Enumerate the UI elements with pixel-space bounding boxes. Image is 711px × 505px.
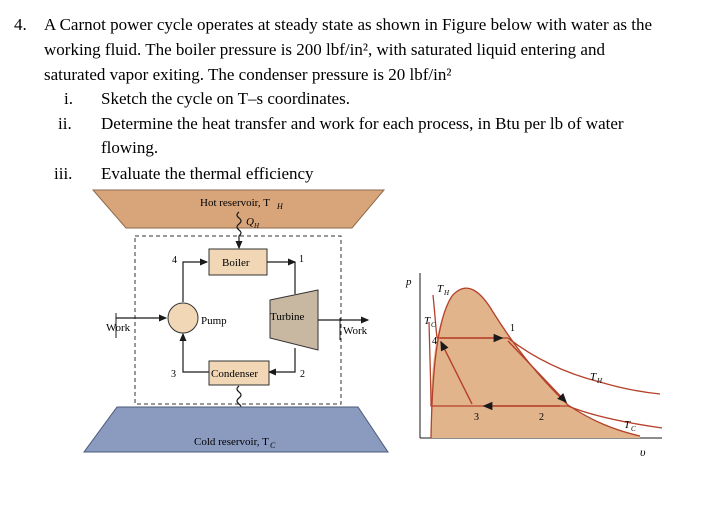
pv-point-3: 3: [474, 412, 479, 423]
pv-y-axis-label: p: [405, 276, 412, 288]
item-iii-number: iii.: [54, 164, 73, 183]
pv-dome-fill-right: [568, 405, 640, 438]
pv-x-axis-label: υ: [640, 445, 646, 459]
pv-point-1: 1: [510, 323, 515, 334]
item-i-text: Sketch the cycle on T–s coordinates.: [101, 89, 350, 108]
pv-cycle-region: [431, 288, 568, 438]
pv-process-1-2: [507, 340, 567, 404]
pv-saturation-dome: [430, 287, 641, 439]
problem-number: 4.: [14, 15, 27, 34]
item-i-number: i.: [64, 89, 73, 108]
condenser-label: Condenser: [211, 368, 258, 380]
pipe-4-boiler: [182, 258, 209, 302]
boiler: [208, 248, 268, 276]
pv-th-curve-label: T: [590, 371, 597, 383]
state-2: 2: [300, 369, 305, 380]
pipe-turbine-condenser: [267, 348, 296, 376]
work-right-label: Work: [343, 325, 368, 337]
pv-tc-top-sub: C: [431, 321, 436, 329]
work-left-label: Work: [106, 322, 131, 334]
hot-reservoir-subscript: H: [276, 202, 284, 211]
qh-label: Q: [246, 216, 254, 228]
pv-th-isotherm: [432, 294, 661, 395]
problem-line-2: working fluid. The boiler pressure is 20…: [44, 40, 605, 59]
state-1: 1: [299, 254, 304, 265]
state-3: 3: [171, 369, 176, 380]
item-ii-number: ii.: [58, 114, 72, 133]
boiler-label: Boiler: [222, 257, 250, 269]
pv-point-4: 4: [432, 336, 437, 347]
cold-reservoir-subscript: C: [270, 441, 276, 450]
cold-reservoir: [83, 406, 389, 453]
qh-subscript: H: [253, 222, 260, 230]
problem-line-1: A Carnot power cycle operates at steady …: [44, 15, 653, 34]
turbine: [269, 289, 319, 351]
heat-out-arrow: [235, 385, 243, 426]
pv-point-2: 2: [539, 412, 544, 423]
pipe-condenser-pump: [179, 332, 209, 373]
problem-line-3: saturated vapor exiting. The condenser p…: [44, 65, 452, 84]
hot-reservoir: [91, 189, 386, 229]
hot-reservoir-label: Hot reservoir, T: [200, 197, 270, 209]
pump-label: Pump: [201, 315, 227, 327]
heat-in-arrow: [235, 211, 243, 250]
pv-tc-top-label: T: [424, 315, 431, 327]
cold-reservoir-label: Cold reservoir, T: [194, 436, 269, 448]
item-ii-text-cont: flowing.: [101, 138, 159, 157]
state-4: 4: [172, 255, 177, 266]
pv-process-3-4: [440, 340, 473, 405]
pv-th-top-label: T: [437, 283, 444, 295]
item-iii-text: Evaluate the thermal efficiency: [101, 164, 314, 183]
pv-th-curve-sub: H: [596, 377, 603, 385]
pv-th-top-sub: H: [443, 289, 450, 297]
pump: [167, 302, 199, 334]
pv-tc-curve-label: T: [624, 419, 631, 431]
condenser: [208, 360, 270, 386]
turbine-label: Turbine: [270, 311, 305, 323]
item-ii-text: Determine the heat transfer and work for…: [101, 114, 624, 133]
pv-tc-curve-sub: C: [631, 425, 636, 433]
